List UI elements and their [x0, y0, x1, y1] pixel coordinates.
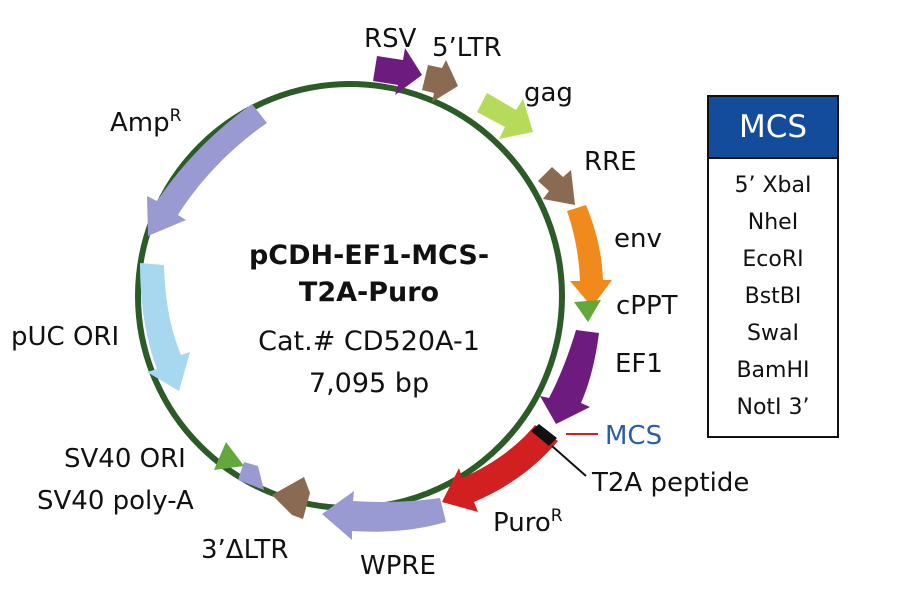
label-puro: PuroR	[493, 506, 563, 538]
mcs-site: NheI	[747, 210, 799, 235]
mcs-site: BamHI	[736, 358, 810, 383]
mcs-site: NotI 3’	[736, 395, 810, 420]
env-arrow	[567, 205, 612, 307]
label-mcs: MCS	[605, 421, 662, 451]
label-3ltr: 3’ΔLTR	[201, 535, 288, 565]
label-puc-ori: pUC ORI	[11, 322, 119, 352]
mcs-box-title: MCS	[709, 97, 837, 159]
plasmid-catalog: Cat.# CD520A-1	[258, 326, 480, 357]
plasmid-name-line2: T2A-Puro	[299, 277, 439, 308]
ltr3-arrow	[272, 477, 310, 519]
label-rre: RRE	[584, 147, 637, 177]
ltr5-arrow	[422, 60, 458, 102]
cppt-arrow	[574, 300, 601, 322]
label-cppt: cPPT	[616, 291, 678, 321]
mcs-site-list: 5’ XbaI NheI EcoRI BstBI SwaI BamHI NotI 3’	[709, 159, 837, 426]
mcs-site: BstBI	[744, 284, 802, 309]
label-sv40-polya: SV40 poly-A	[37, 486, 194, 516]
label-env: env	[614, 224, 662, 254]
puro-arrow	[442, 425, 558, 512]
puc-ori-arrow	[140, 263, 190, 391]
mcs-site: 5’ XbaI	[734, 173, 812, 198]
ef1-arrow	[540, 330, 599, 424]
label-t2a-peptide: T2A peptide	[591, 468, 749, 498]
t2a-leader-line	[551, 445, 587, 477]
label-sv40-ori: SV40 ORI	[64, 444, 186, 474]
sv40-polya-arrow	[238, 462, 264, 490]
label-gag: gag	[524, 78, 573, 108]
gag-arrow	[477, 93, 533, 139]
mcs-site: EcoRI	[742, 247, 804, 272]
label-wpre: WPRE	[360, 551, 436, 581]
mcs-site: SwaI	[747, 321, 799, 346]
wpre-arrow	[322, 491, 446, 540]
mcs-box: MCS 5’ XbaI NheI EcoRI BstBI SwaI BamHI NotI 3…	[707, 95, 839, 438]
label-5ltr: 5’LTR	[432, 33, 502, 63]
ampr-arrow	[147, 104, 267, 236]
rsv-arrow	[373, 48, 422, 95]
mcs-t2a-band	[531, 424, 557, 446]
rre-arrow	[538, 167, 575, 205]
plasmid-size: 7,095 bp	[309, 368, 429, 399]
plasmid-name-line1: pCDH-EF1-MCS-	[249, 240, 489, 271]
sv40-ori-arrow	[214, 442, 244, 470]
label-ef1: EF1	[615, 349, 663, 379]
label-ampr: AmpR	[110, 106, 182, 138]
label-rsv: RSV	[364, 24, 417, 54]
